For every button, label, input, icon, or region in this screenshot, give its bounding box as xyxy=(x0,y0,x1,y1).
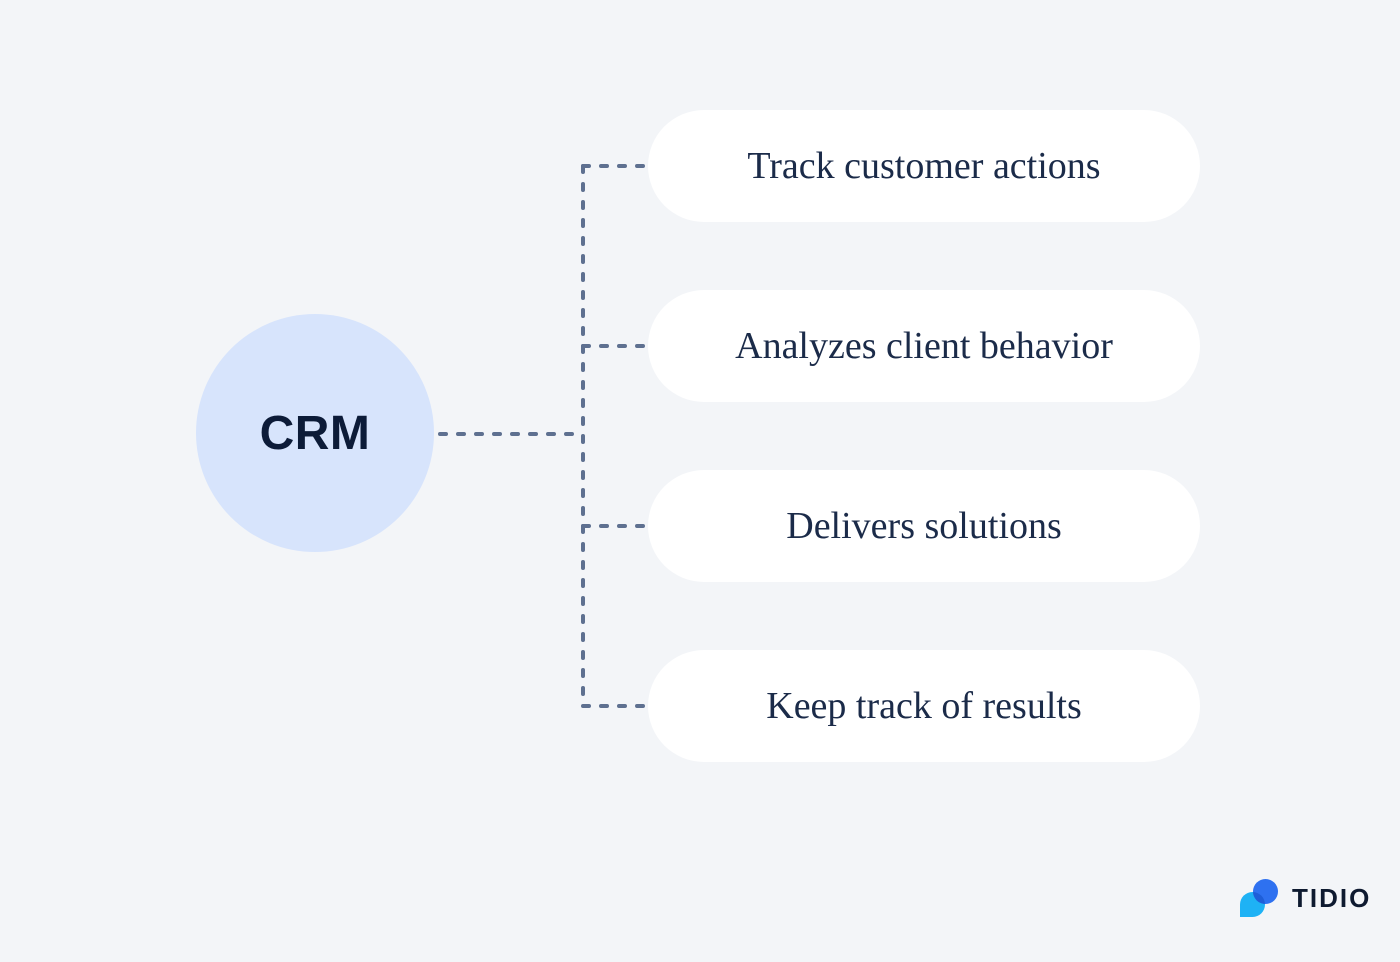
branch-pill-label: Delivers solutions xyxy=(786,505,1062,547)
branch-pill-keep-track-of-results: Keep track of results xyxy=(648,650,1200,762)
chat-bubbles-icon xyxy=(1240,879,1278,917)
branch-pill-analyzes-client-behavior: Analyzes client behavior xyxy=(648,290,1200,402)
branch-pill-track-customer-actions: Track customer actions xyxy=(648,110,1200,222)
branch-pill-delivers-solutions: Delivers solutions xyxy=(648,470,1200,582)
crm-root-label: CRM xyxy=(259,406,371,460)
crm-root-node: CRM xyxy=(196,314,434,552)
branch-pill-label: Track customer actions xyxy=(747,145,1101,187)
branch-pill-label: Keep track of results xyxy=(766,685,1082,727)
tidio-logo: TIDIO xyxy=(1240,879,1371,917)
branch-pill-label: Analyzes client behavior xyxy=(735,325,1113,367)
tidio-logo-text: TIDIO xyxy=(1292,882,1372,913)
